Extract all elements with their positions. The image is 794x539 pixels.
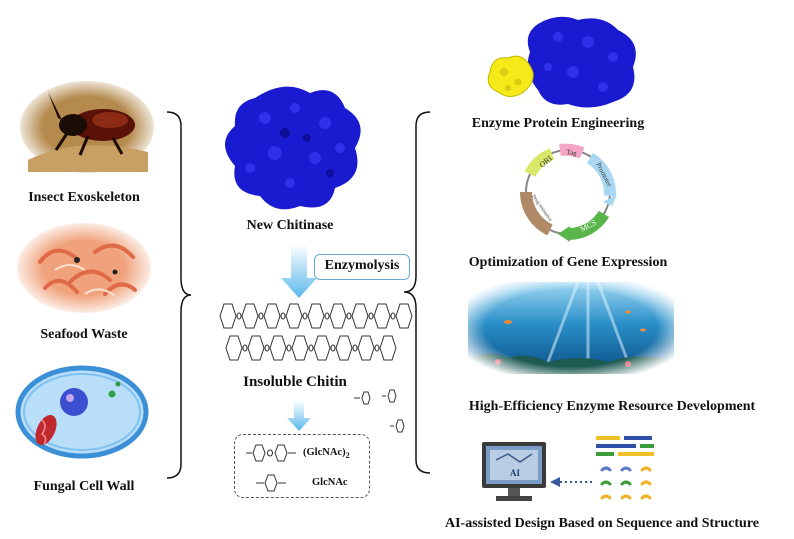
seafood-waste-label: Seafood Waste <box>40 327 127 343</box>
enzymolysis-label: Enzymolysis <box>315 258 409 274</box>
plasmid-illustration: ORI Tag Promoter MCS Drug resistance <box>508 136 628 248</box>
gene-expression-label: Optimization of Gene Expression <box>469 255 667 271</box>
ai-design-label: AI-assisted Design Based on Sequence and… <box>445 516 759 532</box>
right-brace <box>400 110 432 475</box>
enzymolysis-box: Enzymolysis <box>314 254 410 280</box>
insoluble-chitin-label: Insoluble Chitin <box>243 374 347 391</box>
seafood-illustration <box>15 222 153 314</box>
ai-computer-icon: AI <box>480 440 548 506</box>
glcnac-label: GlcNAc <box>312 477 348 488</box>
enzyme-resource-development-label: High-Efficiency Enzyme Resource Developm… <box>469 399 755 415</box>
engineered-protein-illustration <box>478 12 648 112</box>
monosaccharide-icon <box>254 472 294 494</box>
sequence-structure-icons <box>594 434 666 512</box>
enzymolysis-arrow <box>279 244 319 300</box>
dotted-arrow <box>548 476 592 488</box>
enzyme-protein-engineering-label: Enzyme Protein Engineering <box>472 116 644 132</box>
new-chitinase-label: New Chitinase <box>247 218 334 234</box>
chitin-polymer-illustration <box>218 300 418 370</box>
fungal-cell-illustration <box>12 362 152 462</box>
plasmid-tag-label: Tag <box>566 148 578 157</box>
ai-screen-text: AI <box>510 468 520 478</box>
insect-exoskeleton-label: Insect Exoskeleton <box>28 190 140 206</box>
left-brace <box>163 110 193 480</box>
glcnac2-label: (GlcNAc)2 <box>303 447 350 460</box>
chitinase-protein-illustration <box>215 78 375 218</box>
ocean-illustration <box>468 282 674 374</box>
fungal-cell-wall-label: Fungal Cell Wall <box>34 479 135 495</box>
insect-illustration <box>18 80 156 175</box>
disaccharide-icon <box>244 442 300 464</box>
hydrolysis-arrow <box>286 400 312 432</box>
